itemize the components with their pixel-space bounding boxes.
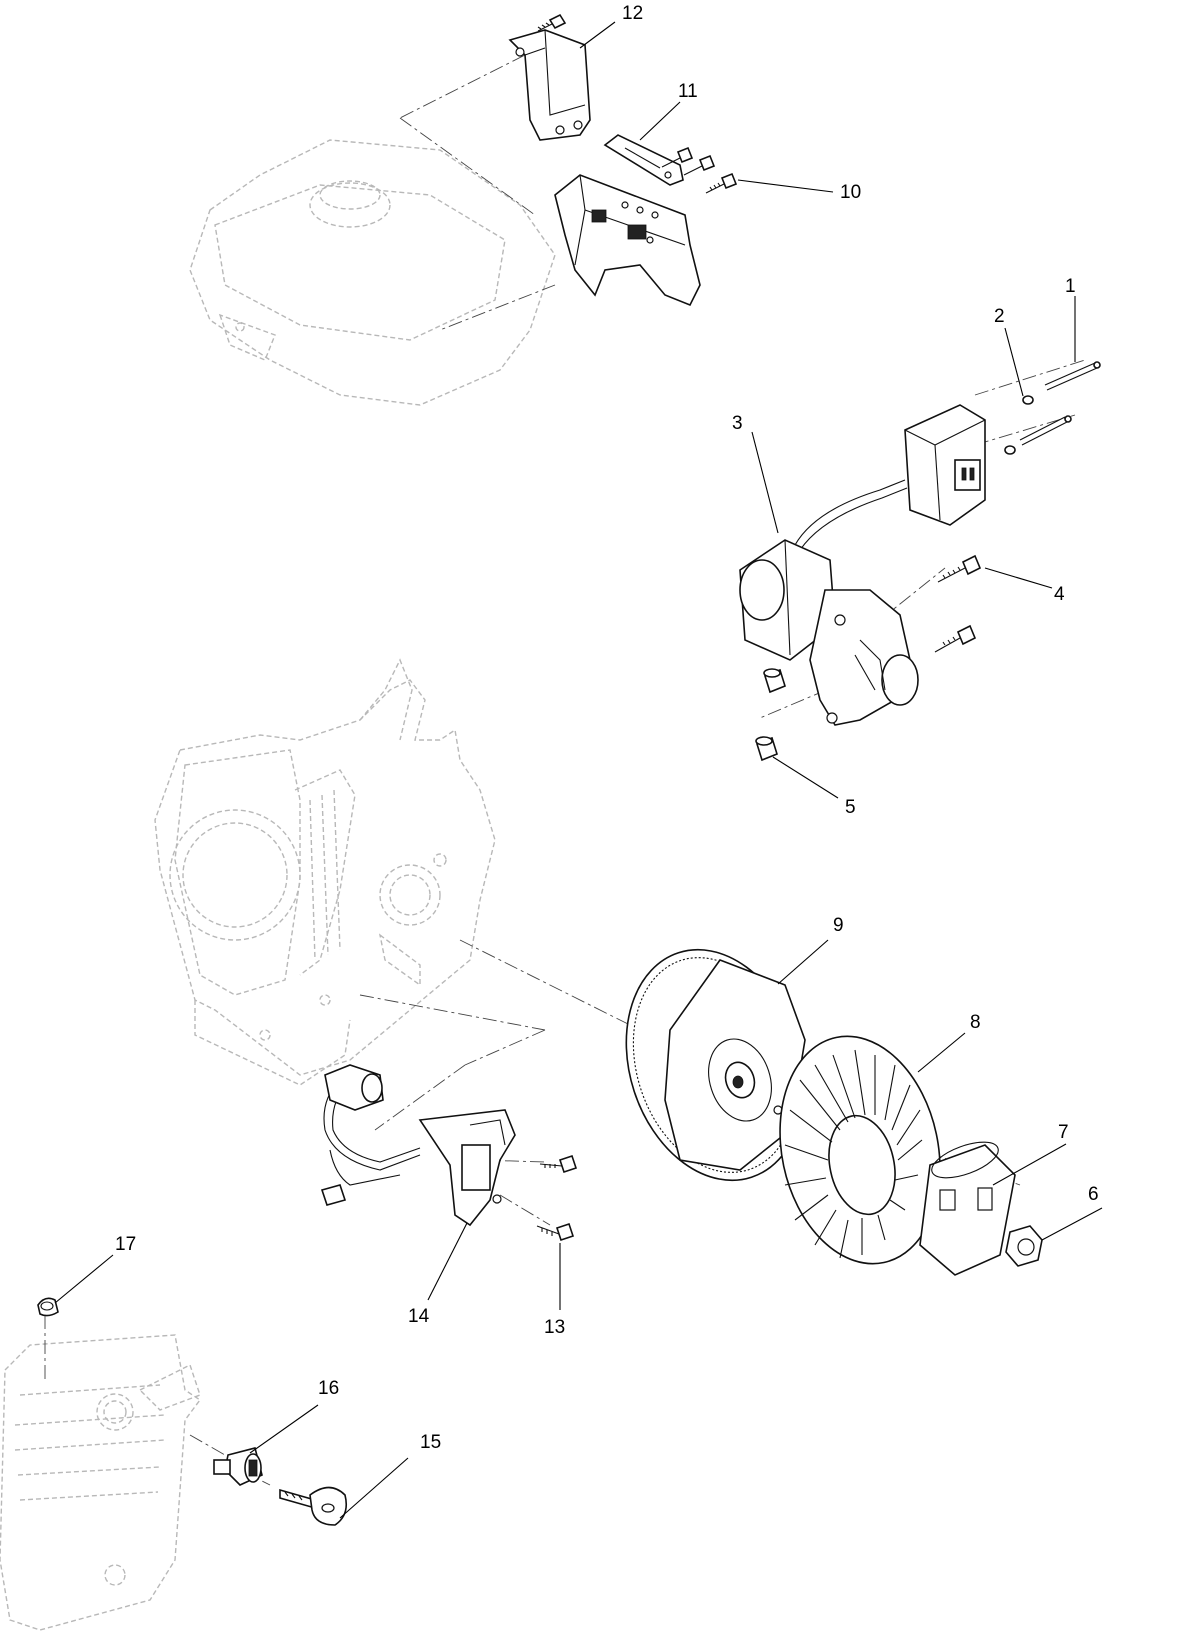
- starter-motor-part-3: [739, 404, 986, 726]
- callout-7: 7: [1058, 1122, 1069, 1143]
- fuel-tank-ghost: [189, 139, 556, 406]
- washers-part-2: [1004, 395, 1034, 455]
- key-switch-part-16: [213, 1447, 263, 1486]
- callout-4: 4: [1054, 584, 1065, 605]
- callout-6: 6: [1088, 1184, 1099, 1205]
- callout-9: 9: [833, 915, 844, 936]
- switch-panel: [554, 174, 701, 307]
- callout-2: 2: [994, 306, 1005, 327]
- callout-17: 17: [115, 1234, 136, 1255]
- callout-14: 14: [408, 1306, 430, 1327]
- callout-1: 1: [1065, 276, 1076, 297]
- callout-10: 10: [840, 182, 861, 203]
- callout-8: 8: [970, 1012, 981, 1033]
- callout-16: 16: [318, 1378, 339, 1399]
- ignition-coil-part-14: [320, 1064, 516, 1227]
- key-part-15: [279, 1486, 348, 1526]
- leader-lines: [54, 21, 1103, 1519]
- callout-5: 5: [845, 797, 856, 818]
- assembly-lines: [44, 54, 1086, 1486]
- control-panel-ghost: [0, 1334, 202, 1631]
- callout-15: 15: [420, 1432, 441, 1453]
- strap-part-11: [603, 134, 684, 186]
- flywheel-part-9: [625, 948, 806, 1182]
- callout-11: 11: [678, 81, 698, 102]
- crankcase-ghost: [154, 658, 496, 1086]
- bolts-part-1: [1019, 361, 1101, 446]
- bracket-part-12: [508, 13, 591, 141]
- callout-12: 12: [622, 3, 643, 24]
- callout-3: 3: [732, 413, 743, 434]
- screws-part-4: [934, 554, 982, 653]
- bushings-part-5: [755, 668, 786, 762]
- callout-13: 13: [544, 1317, 565, 1338]
- callouts: 1 2 3 4 5 6 7 8 9 10 11 12 13 14 15 16 1…: [115, 3, 1099, 1453]
- fan-part-8: [779, 1035, 941, 1265]
- clip-part-17: [37, 1297, 59, 1317]
- screws-part-10: [661, 146, 738, 194]
- screws-part-13: [536, 1154, 578, 1242]
- nut-part-6: [1005, 1225, 1043, 1267]
- screw-12: [537, 13, 567, 32]
- starter-cup-part-7: [919, 1141, 1016, 1276]
